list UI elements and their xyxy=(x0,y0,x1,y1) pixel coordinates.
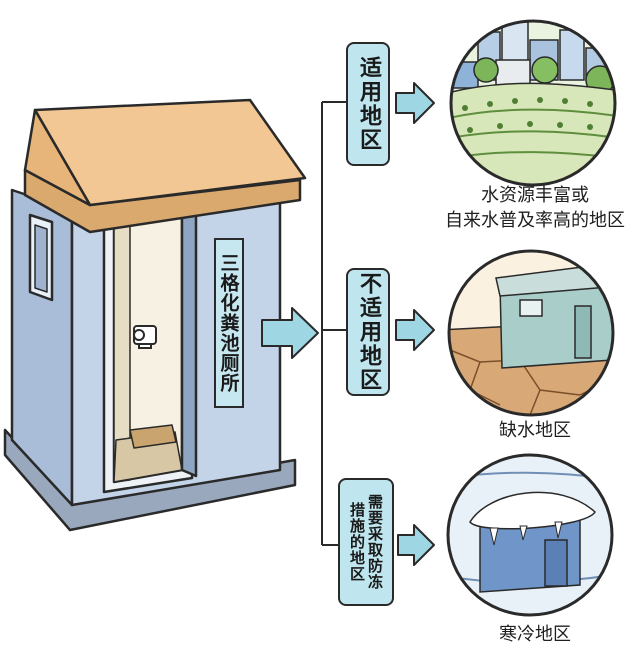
scene-village-farmland xyxy=(449,19,617,187)
arrow-right-icon xyxy=(395,309,435,351)
scene-snow-covered-house xyxy=(446,453,614,617)
scene-cracked-dry-ground xyxy=(447,249,615,417)
arrow-right-icon xyxy=(395,82,435,124)
tag-suitable-area: 适用地区 xyxy=(346,42,390,166)
caption-unsuitable: 缺水地区 xyxy=(499,420,571,441)
tag-suitable-area-text: 适用地区 xyxy=(356,56,381,152)
caption-suitable-line2: 自来水普及率高的地区 xyxy=(445,210,625,231)
branch-lines xyxy=(321,101,346,546)
arrow-right-icon xyxy=(397,524,435,566)
toilet-sign-text: 三格化粪池厕所 xyxy=(217,253,240,393)
toilet-building xyxy=(3,98,307,532)
toilet-sign: 三格化粪池厕所 xyxy=(214,238,244,408)
toilet-paper-icon xyxy=(133,325,157,349)
caption-cold: 寒冷地区 xyxy=(499,624,571,645)
tag-unsuitable-area: 不适用地区 xyxy=(346,268,390,396)
tag-unsuitable-area-text: 不适用地区 xyxy=(356,272,381,392)
caption-suitable-line1: 水资源丰富或 xyxy=(481,185,589,206)
tag-antifreeze-line: 需要采取防冻 xyxy=(366,494,384,590)
tag-antifreeze-line: 措施的地区 xyxy=(348,502,366,582)
tag-antifreeze-area-text: 需要采取防冻措施的地区 xyxy=(348,494,384,590)
arrow-right-icon xyxy=(261,307,319,359)
tag-antifreeze-area: 需要采取防冻措施的地区 xyxy=(338,478,394,606)
